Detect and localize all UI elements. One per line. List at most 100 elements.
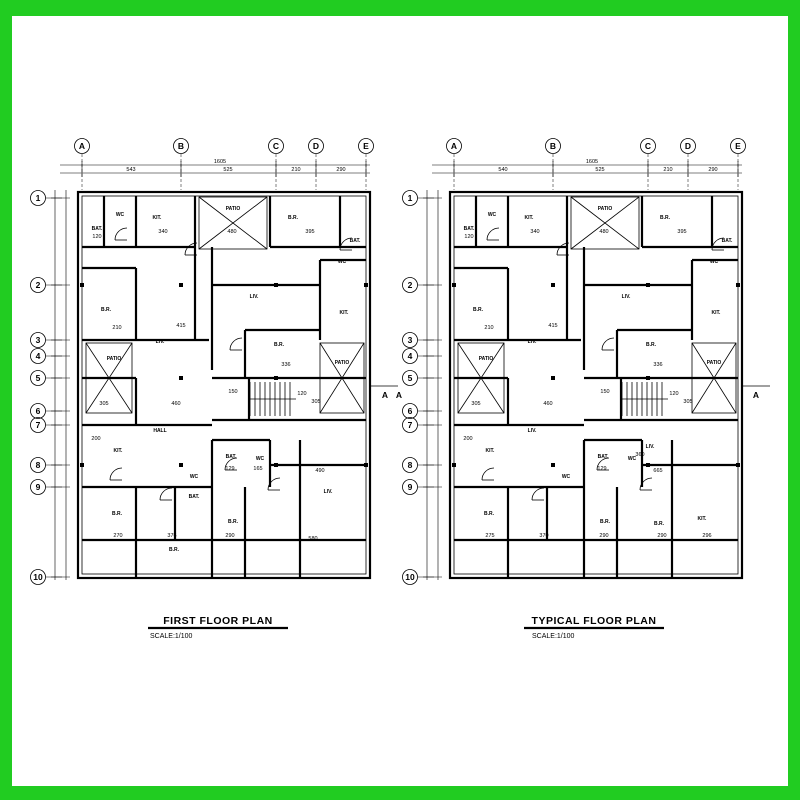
column-axis-label: B <box>550 141 556 151</box>
row-axis-label: 4 <box>36 351 41 361</box>
room-label: KIT. <box>525 215 535 221</box>
room-label: WC <box>256 456 265 462</box>
patio-void <box>691 342 737 414</box>
section-marker-label: A <box>382 390 388 400</box>
door-swing <box>481 467 495 481</box>
structural-column <box>452 283 456 287</box>
structural-column <box>646 376 650 380</box>
row-axis-bubble <box>402 403 418 419</box>
door-swing <box>229 337 243 351</box>
plan-scale: SCALE:1/100 <box>532 633 575 640</box>
room-label: BAT. <box>722 238 733 244</box>
room-dimension: 370 <box>539 533 548 539</box>
room-dimension: 340 <box>158 229 167 235</box>
row-axis-label: 10 <box>405 572 415 582</box>
plan-scale: SCALE:1/100 <box>150 633 193 640</box>
outer-wall-inner <box>453 195 739 575</box>
row-axis-bubble <box>402 569 418 585</box>
bay-dimension: 290 <box>708 167 717 173</box>
room-label: WC <box>116 212 125 218</box>
row-axis-label: 3 <box>408 335 413 345</box>
column-axis-bubble <box>358 138 374 154</box>
room-dimension: 165 <box>253 466 262 472</box>
room-dimension: 395 <box>305 229 314 235</box>
room-label: PATIO <box>598 206 613 212</box>
door-swing <box>159 487 173 501</box>
bay-dimension: 543 <box>126 167 135 173</box>
room-dimension: 290 <box>225 533 234 539</box>
row-axis-bubble <box>30 457 46 473</box>
plan-title: TYPICAL FLOOR PLAN <box>532 615 657 627</box>
room-label: PATIO <box>707 360 722 366</box>
column-axis-bubble <box>308 138 324 154</box>
structural-column <box>179 463 183 467</box>
room-label: WC <box>338 259 347 265</box>
patio-cross <box>198 196 268 250</box>
room-dimension: 290 <box>599 533 608 539</box>
row-axis-bubble <box>30 332 46 348</box>
row-axis-bubble <box>30 479 46 495</box>
room-label: WC <box>190 474 199 480</box>
row-axis-bubble <box>30 277 46 293</box>
room-label: LIV. <box>622 294 631 300</box>
structural-column <box>274 376 278 380</box>
row-axis-label: 6 <box>36 406 41 416</box>
room-dimension: 120 <box>464 234 473 240</box>
bay-dimension: 540 <box>498 167 507 173</box>
room-label: B.R. <box>660 215 671 221</box>
column-axis-label: D <box>685 141 691 151</box>
column-axis-label: C <box>273 141 279 151</box>
row-axis-bubble <box>30 348 46 364</box>
room-label: KIT. <box>153 215 163 221</box>
structural-column <box>551 463 555 467</box>
row-axis-label: 2 <box>36 280 41 290</box>
structural-column <box>646 283 650 287</box>
column-axis-label: C <box>645 141 651 151</box>
bay-dimension: 525 <box>595 167 604 173</box>
patio-void <box>457 342 505 414</box>
room-dimension: 150 <box>600 389 609 395</box>
row-axis-bubble <box>402 479 418 495</box>
room-dimension: 305 <box>683 399 692 405</box>
row-axis-bubble <box>402 370 418 386</box>
row-axis-label: 8 <box>36 460 41 470</box>
patio-cross <box>691 342 737 414</box>
room-label: KIT. <box>114 448 124 454</box>
door-swing <box>531 487 545 501</box>
room-dimension: 129 <box>597 466 606 472</box>
section-marker-label: A <box>753 390 759 400</box>
row-axis-bubble <box>30 403 46 419</box>
column-axis-label: E <box>363 141 369 151</box>
room-dimension: 336 <box>653 362 662 368</box>
room-dimension: 490 <box>315 468 324 474</box>
room-dimension: 120 <box>669 391 678 397</box>
room-label: PATIO <box>335 360 350 366</box>
room-dimension: 270 <box>113 533 122 539</box>
door-swing <box>601 337 615 351</box>
room-label: B.R. <box>274 342 285 348</box>
room-label: BAT. <box>598 454 609 460</box>
room-label: LIV. <box>156 339 165 345</box>
room-label: B.R. <box>112 511 123 517</box>
column-axis-label: A <box>451 141 457 151</box>
room-dimension: 200 <box>91 436 100 442</box>
room-label: WC <box>628 456 637 462</box>
door-swing <box>184 242 198 256</box>
row-axis-bubble <box>30 190 46 206</box>
room-dimension: 129 <box>225 466 234 472</box>
room-label: BAT. <box>226 454 237 460</box>
row-axis-bubble <box>402 457 418 473</box>
row-axis-bubble <box>402 190 418 206</box>
door-swing <box>486 227 500 241</box>
room-dimension: 395 <box>677 229 686 235</box>
section-marker-label: A <box>396 390 402 400</box>
column-axis-bubble <box>730 138 746 154</box>
structural-column <box>364 283 368 287</box>
column-axis-bubble <box>680 138 696 154</box>
room-label: BAT. <box>189 494 200 500</box>
door-swing <box>224 457 238 471</box>
room-label: KIT. <box>698 516 708 522</box>
room-dimension: 336 <box>281 362 290 368</box>
